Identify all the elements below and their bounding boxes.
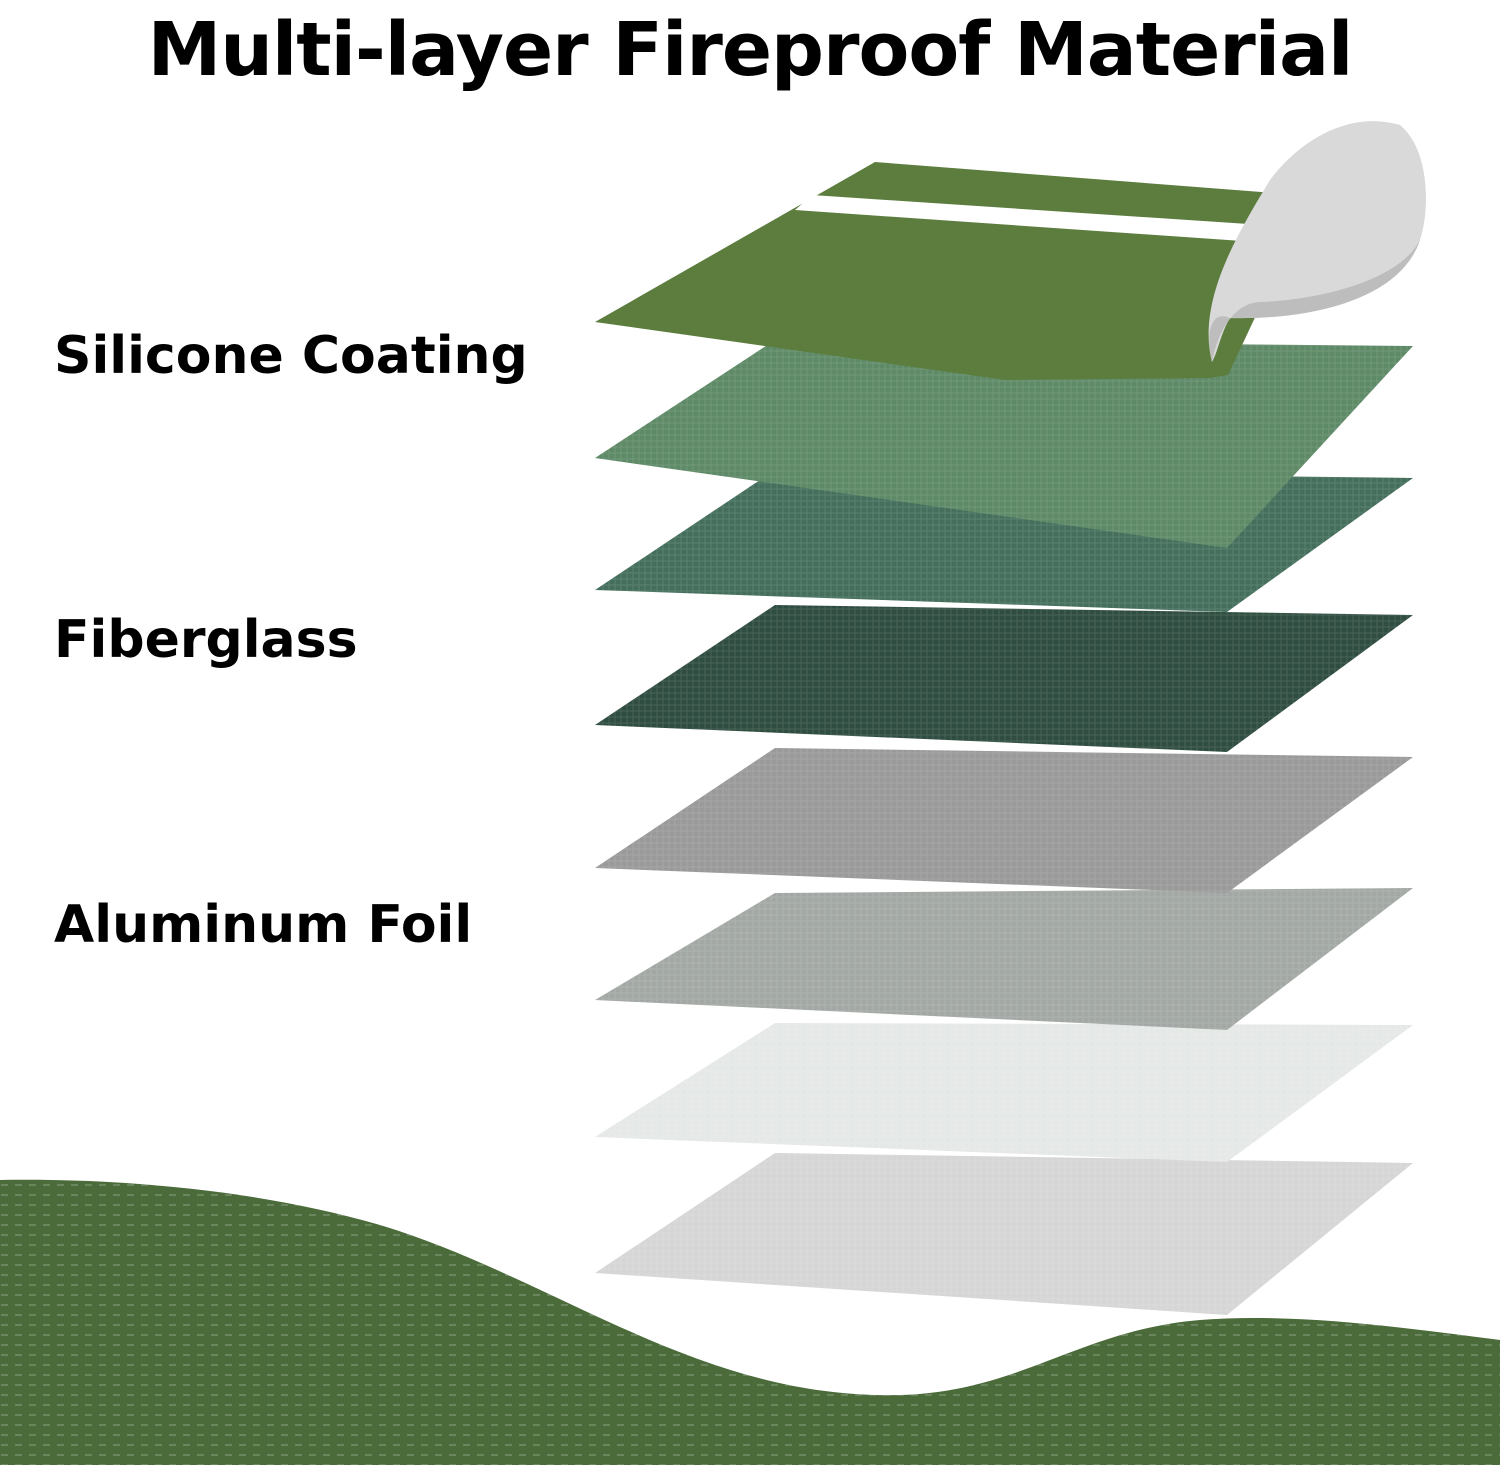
silicone-curl xyxy=(1208,121,1426,362)
silicone-white-stripe xyxy=(795,195,1308,245)
label-aluminum-foil: Aluminum Foil xyxy=(54,895,473,955)
page-title: Multi-layer Fireproof Material xyxy=(147,7,1354,93)
label-silicone-coating: Silicone Coating xyxy=(54,326,528,386)
wave-dot-lines xyxy=(0,1179,1500,1465)
label-fiberglass: Fiberglass xyxy=(54,610,358,670)
layer-silicone-coating xyxy=(595,162,1312,380)
